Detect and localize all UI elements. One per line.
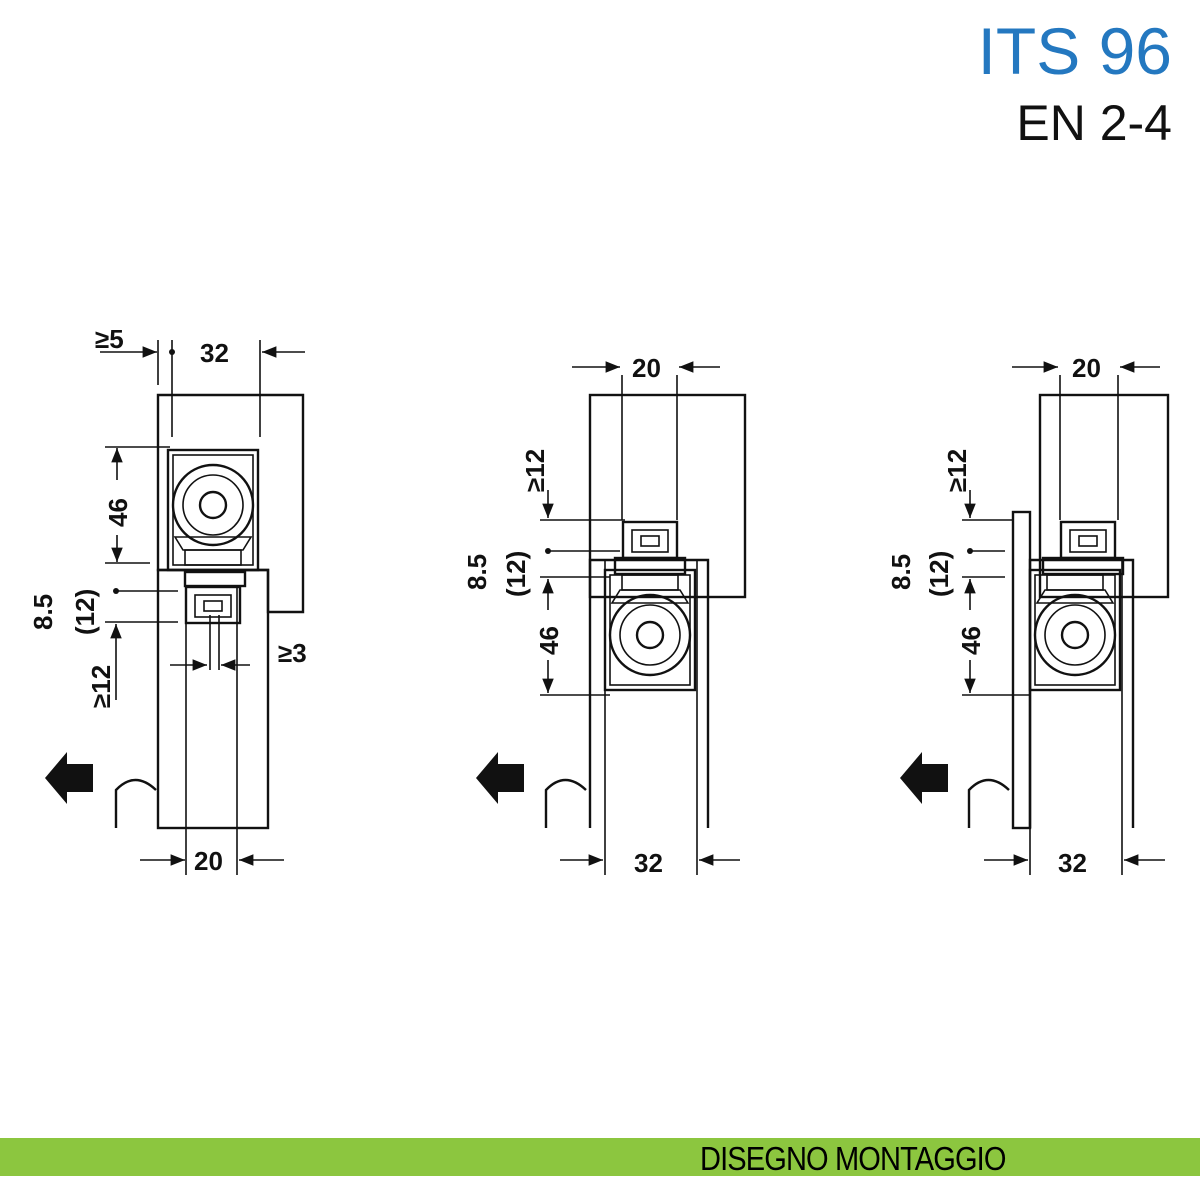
dim-top-offset: ≥5 xyxy=(95,324,124,354)
dim-closer-height: 46 xyxy=(103,498,133,527)
direction-arrow-icon xyxy=(900,752,948,804)
dim-bottom-width: 20 xyxy=(194,846,223,876)
product-title: ITS 96 EN 2-4 xyxy=(978,18,1172,148)
closer-body xyxy=(603,568,697,692)
dim-gap: 8.5 xyxy=(886,554,916,590)
diagram-2: 20 ≥12 8.5 (12) 46 32 xyxy=(462,353,747,878)
dim-gap-alt: (12) xyxy=(70,589,100,635)
dim-min-side: ≥3 xyxy=(278,638,307,668)
dim-top-width: 32 xyxy=(200,338,229,368)
header-frame xyxy=(1038,393,1170,599)
dim-top-width: 20 xyxy=(632,353,661,383)
door-leaf xyxy=(588,558,710,828)
dim-gap: 8.5 xyxy=(28,594,58,630)
door-leaf xyxy=(156,568,270,830)
header-frame xyxy=(156,393,305,614)
title-its96: ITS 96 xyxy=(977,14,1172,88)
slide-rail xyxy=(184,585,242,625)
slide-rail xyxy=(621,520,679,560)
cover-plate xyxy=(1011,510,1032,830)
subtitle-en: EN 2-4 xyxy=(1016,95,1172,151)
dim-min-edge: ≥12 xyxy=(86,665,116,708)
closer-body xyxy=(1028,568,1122,692)
direction-arrow-icon xyxy=(45,752,93,804)
dim-min-edge: ≥12 xyxy=(942,449,972,492)
footer-banner: DISEGNO MONTAGGIO xyxy=(0,1138,1200,1177)
diagram-1: ≥5 32 46 8.5 (12) ≥12 ≥3 20 xyxy=(28,324,307,876)
dim-closer-height: 46 xyxy=(534,626,564,655)
header-frame xyxy=(588,393,747,599)
dim-gap: 8.5 xyxy=(462,554,492,590)
dim-gap-alt: (12) xyxy=(924,551,954,597)
dim-min-edge: ≥12 xyxy=(520,449,550,492)
dim-bottom-width: 32 xyxy=(1058,848,1087,878)
footer-label: DISEGNO MONTAGGIO xyxy=(700,1140,1006,1177)
direction-arrow-icon xyxy=(476,752,524,804)
closer-body xyxy=(166,448,260,572)
slide-rail xyxy=(1059,520,1117,560)
door-leaf xyxy=(1028,558,1135,828)
dim-bottom-width: 32 xyxy=(634,848,663,878)
dim-top-width: 20 xyxy=(1072,353,1101,383)
dim-closer-height: 46 xyxy=(956,626,986,655)
diagram-3: 20 ≥12 8.5 (12) 46 32 xyxy=(886,353,1170,878)
dim-gap-alt: (12) xyxy=(501,551,531,597)
